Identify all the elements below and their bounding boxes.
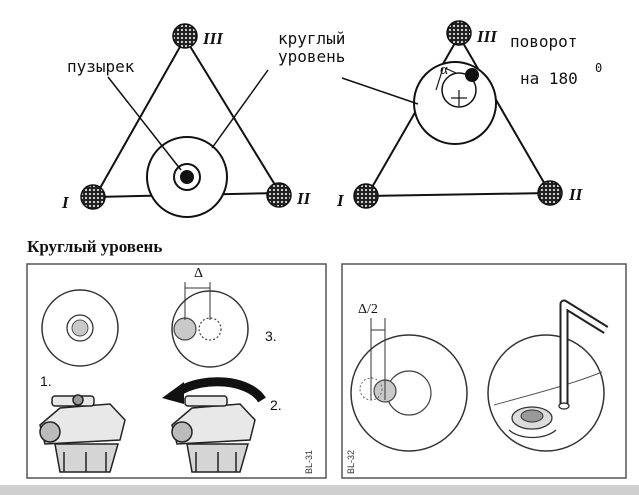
- delta-label: Δ: [194, 266, 203, 281]
- footscrew-iii: [172, 23, 198, 49]
- adjustment-screw: [520, 409, 544, 423]
- step-label-2: 2.: [270, 397, 282, 413]
- vertex-label-i: I: [61, 193, 70, 212]
- level-bubble-offset: [465, 68, 479, 82]
- rotation-arrow-body: [175, 377, 266, 403]
- label-rotation-line2: на 180: [520, 69, 578, 88]
- triangle-edge-bottom-r: [366, 192, 551, 197]
- top-right-diagram: [341, 20, 563, 209]
- footscrew-ii: [266, 182, 292, 208]
- step-label-3: 3.: [265, 328, 277, 344]
- footscrew-i: [80, 184, 106, 210]
- instrument-1: [39, 394, 126, 473]
- vertex-label-i-r: I: [336, 191, 345, 210]
- triangle-edge-right: [184, 37, 281, 194]
- rotation-arrow-head: [162, 382, 184, 404]
- adjustment-screw-arc: [508, 429, 557, 439]
- step-label-1: 1.: [40, 373, 52, 389]
- level-offset-bubble: [173, 317, 197, 341]
- delta-half-label: Δ/2: [358, 302, 378, 317]
- vertex-label-iii-r: III: [476, 27, 498, 46]
- level-offset-center-ring: [198, 317, 222, 341]
- hex-key-tip: [558, 402, 570, 410]
- alpha-mark-line2: [444, 67, 457, 74]
- footscrew-i-r: [353, 183, 379, 209]
- adjustment-surface-line: [493, 371, 603, 406]
- footscrew-iii-r: [446, 20, 472, 46]
- instrument-2: [171, 395, 256, 473]
- alpha-mark-line: [435, 67, 444, 91]
- vertex-label-ii-r: II: [568, 185, 584, 204]
- label-rotation-line1: поворот: [510, 32, 577, 51]
- label-bubble: пузырек: [67, 57, 135, 76]
- triangle-edge-right-r: [458, 35, 551, 194]
- panel-right: [341, 263, 627, 479]
- level-leader-line-r: [341, 77, 419, 105]
- level-bubble: [180, 170, 194, 184]
- level-leader-line: [211, 69, 269, 149]
- label-circular-level-line2: уровень: [278, 47, 345, 66]
- bubble-leader-line: [107, 76, 182, 171]
- figure-code-left: BL-31: [304, 450, 314, 474]
- vertex-label-ii: II: [296, 189, 312, 208]
- hex-key-fill: [561, 301, 608, 406]
- panel-left: [26, 263, 327, 479]
- level-large-outer: [350, 334, 468, 452]
- adjustment-view-outer: [487, 334, 605, 452]
- level-centered-bubble: [71, 319, 89, 337]
- section-title: Круглый уровень: [27, 237, 162, 256]
- angle-symbol-alpha: α: [440, 62, 448, 78]
- footscrew-ii-r: [537, 180, 563, 206]
- label-rotation-degree: 0: [595, 61, 602, 75]
- bottom-band: [0, 485, 639, 495]
- vertex-label-iii: III: [202, 29, 224, 48]
- top-left-diagram: [80, 23, 292, 218]
- figure-code-right: BL-32: [346, 450, 356, 474]
- label-circular-level-line1: круглый: [278, 29, 345, 48]
